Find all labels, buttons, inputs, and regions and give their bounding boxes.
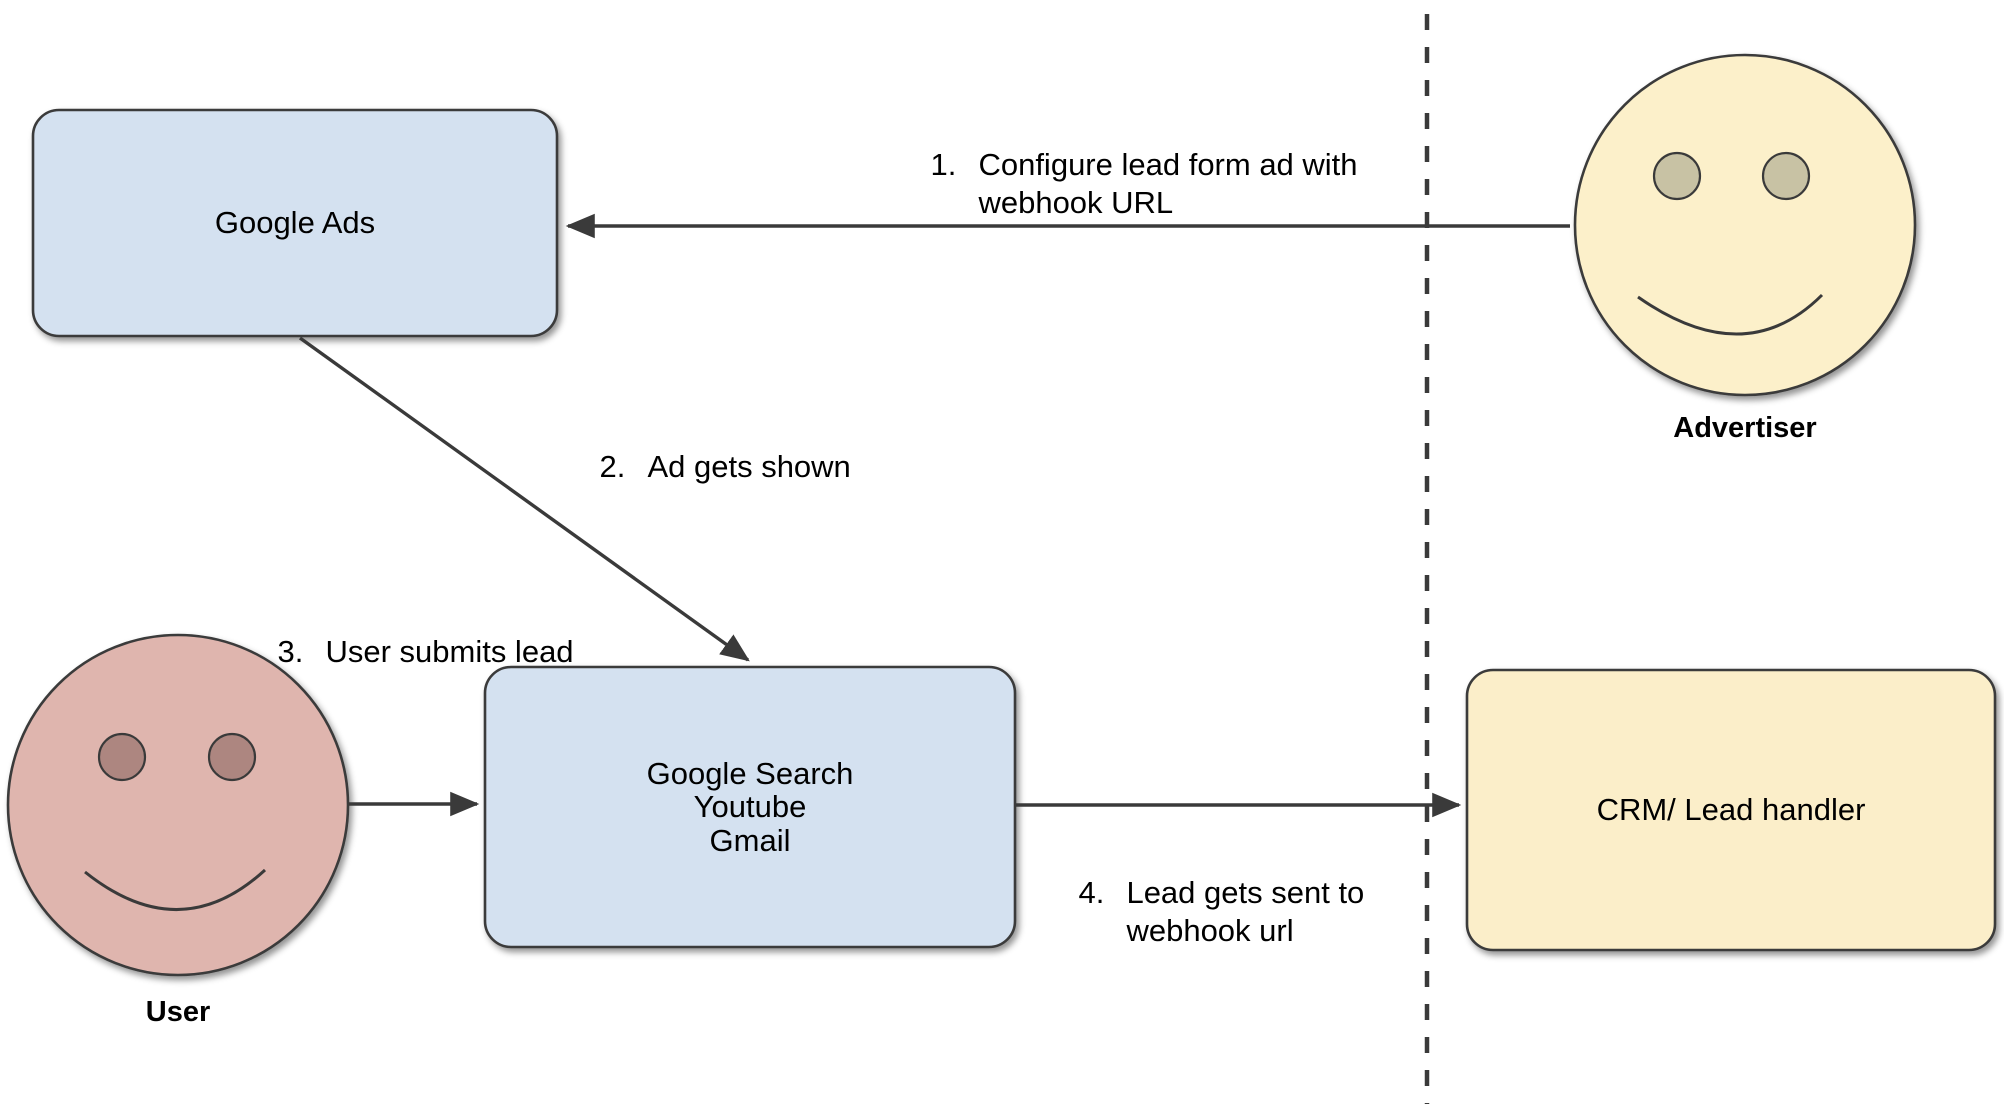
step-1-number: 1. (930, 146, 957, 182)
step-4-number: 4. (1078, 874, 1105, 910)
step-1-line-2: webhook URL (978, 184, 1174, 220)
arrow-google-ads-to-properties (299, 336, 750, 662)
step-2-line-1: Ad gets shown (647, 448, 851, 484)
advertiser-left-eye-icon (1652, 151, 1702, 201)
step-4-line-2: webhook url (1126, 912, 1294, 948)
user-left-eye-icon (97, 732, 147, 782)
step-2-number: 2. (599, 448, 626, 484)
step-3-label: 3. User submits lead (243, 595, 574, 708)
google-ads-box[interactable] (31, 108, 559, 338)
user-caption: User (8, 996, 348, 1029)
advertiser-caption: Advertiser (1575, 412, 1915, 445)
advertiser-caption-text: Advertiser (1673, 412, 1817, 444)
step-2-label: 2. Ad gets shown (565, 410, 851, 523)
user-right-eye-icon (207, 732, 257, 782)
advertiser-face-icon (1573, 53, 1917, 397)
user-smile-icon (84, 868, 267, 911)
step-4-line-1: Lead gets sent to (1126, 874, 1365, 910)
crm-box[interactable] (1465, 668, 1997, 952)
google-properties-box[interactable] (483, 665, 1017, 949)
step-3-number: 3. (277, 633, 304, 669)
step-3-line-1: User submits lead (325, 633, 574, 669)
step-1-line-1: Configure lead form ad with (978, 146, 1358, 182)
advertiser-face-circle (1573, 53, 1917, 397)
user-caption-text: User (145, 996, 211, 1028)
user-face-icon (6, 633, 350, 977)
advertiser-right-eye-icon (1761, 151, 1811, 201)
advertiser-smile-icon (1637, 293, 1824, 336)
